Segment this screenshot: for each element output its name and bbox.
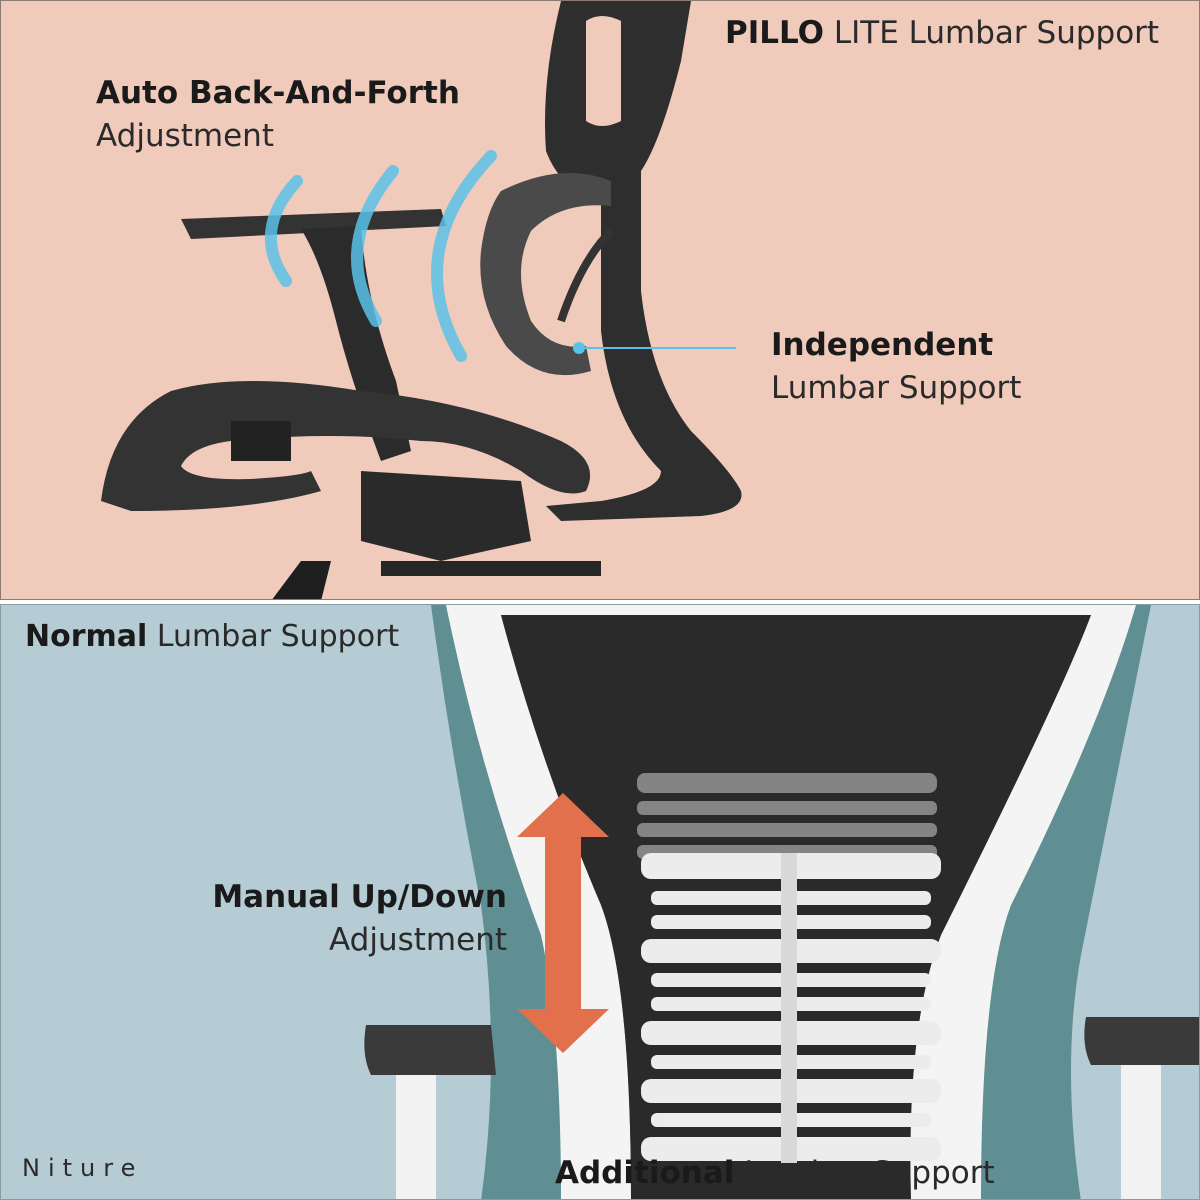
right-armrest xyxy=(1084,1017,1199,1065)
lumbar-support xyxy=(641,853,941,1163)
callout-auto-bold: Auto Back-And-Forth xyxy=(96,75,460,111)
callout-dot xyxy=(573,342,585,354)
top-title-bold: PILLO xyxy=(725,15,825,51)
chair-back-illustration xyxy=(364,605,1199,1199)
callout-manual-light: Adjustment xyxy=(329,922,507,958)
white-frame xyxy=(446,605,1136,1199)
up-down-arrow-icon xyxy=(517,793,609,1053)
armrest-pad xyxy=(181,209,446,239)
bottom-title: Normal Lumbar Support xyxy=(25,619,399,654)
bottom-caption-bold: Additional xyxy=(555,1155,735,1191)
lumbar-pillow xyxy=(480,173,611,376)
top-panel: PILLO LITE Lumbar Support Auto Back-And-… xyxy=(0,0,1200,600)
backrest-frame xyxy=(545,1,742,521)
callout-manual-bold: Manual Up/Down xyxy=(212,879,507,915)
seat xyxy=(101,381,591,511)
left-armrest xyxy=(364,1025,496,1075)
brand-logo: Niture xyxy=(22,1154,144,1182)
motion-arcs xyxy=(264,150,497,362)
bottom-title-rest: Lumbar Support xyxy=(156,619,400,654)
top-title-rest: LITE Lumbar Support xyxy=(833,15,1160,51)
callout-independent-light: Lumbar Support xyxy=(771,370,1022,406)
bottom-caption-rest: Lumbar Support xyxy=(744,1155,995,1191)
bottom-title-bold: Normal xyxy=(25,619,148,654)
top-title: PILLO LITE Lumbar Support xyxy=(725,15,1159,51)
bottom-caption: Additional Lumbar Support xyxy=(555,1155,995,1191)
chair-side-illustration xyxy=(101,1,742,599)
callout-independent-bold: Independent xyxy=(771,327,994,363)
bottom-panel: Normal Lumbar Support Manual Up/Down Adj… xyxy=(0,604,1200,1200)
callout-auto-light: Adjustment xyxy=(96,118,274,154)
